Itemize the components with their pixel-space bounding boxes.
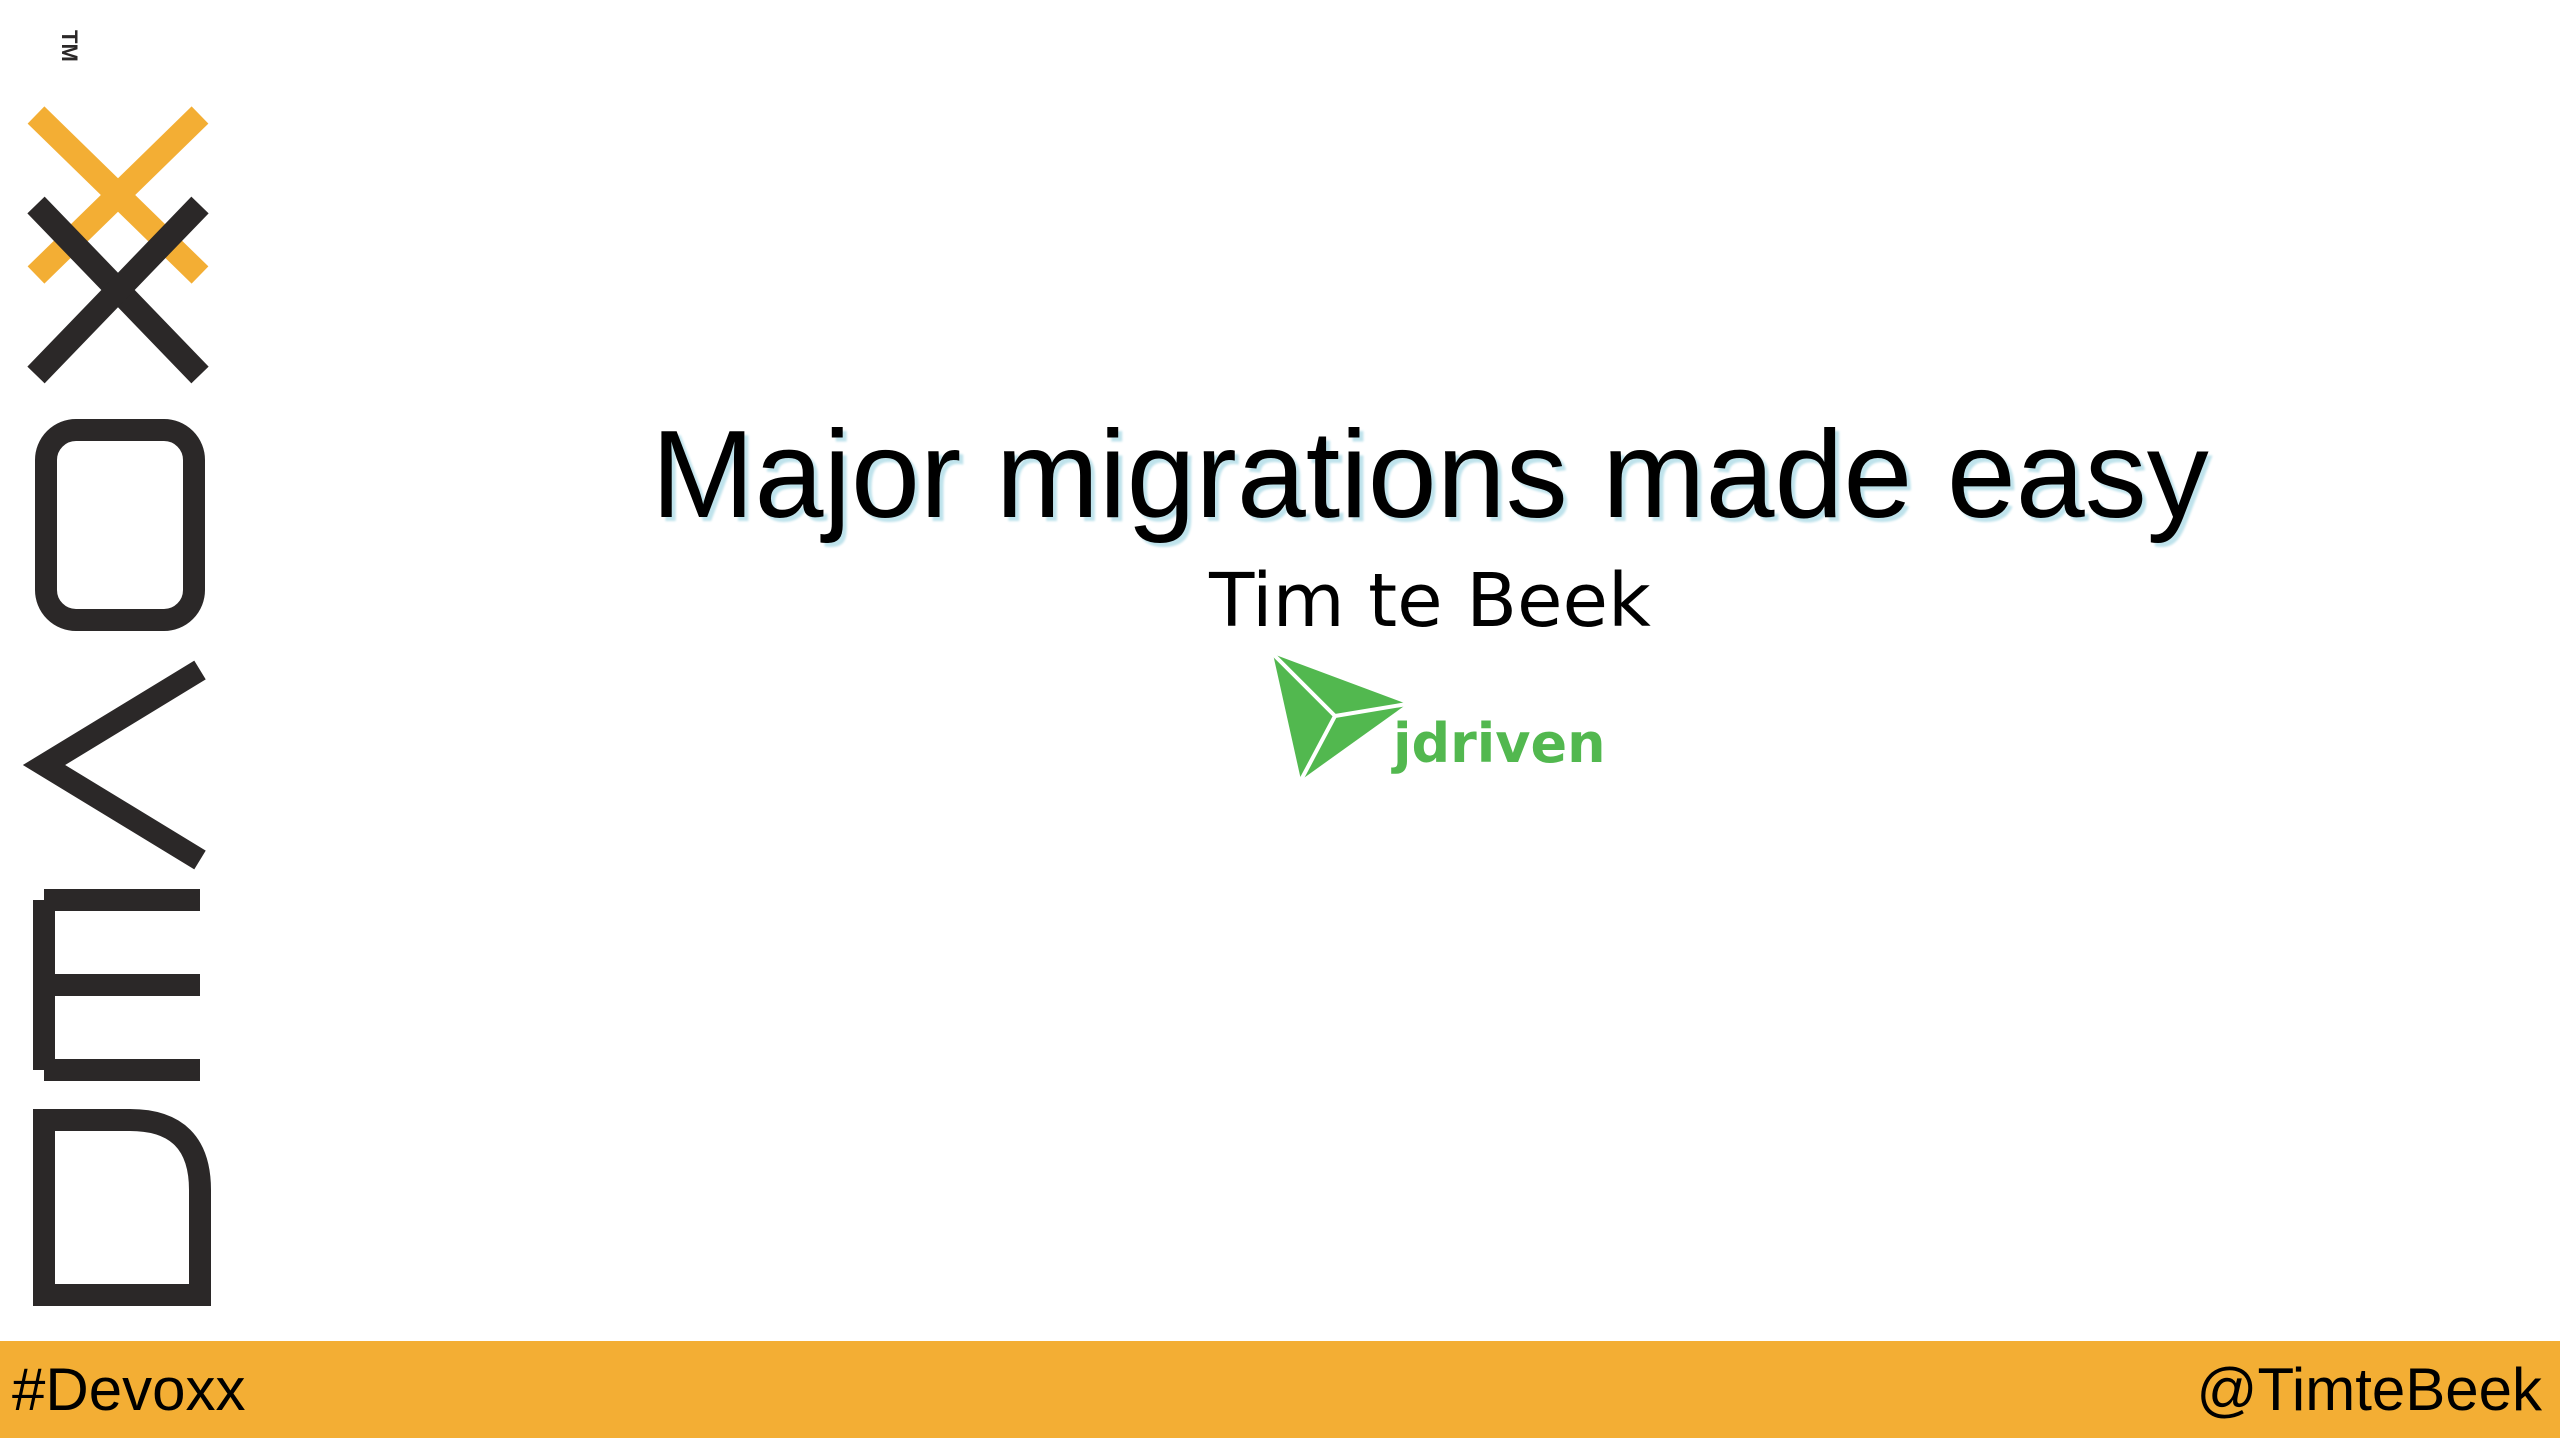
speaker-name: Tim te Beek (1209, 558, 1651, 644)
devoxx-trademark: TM (57, 30, 82, 62)
devoxx-logo-icon: TM (22, 30, 211, 1306)
footer-bar: #Devoxx @TimteBeek (0, 1341, 2560, 1438)
jdriven-wordmark: jdriven (1391, 712, 1605, 775)
jdriven-arrow-logo-icon: jdriven (1271, 652, 1605, 781)
slide-title: Major migrations made easy (651, 406, 2209, 544)
footer-twitter-handle[interactable]: @TimteBeek (2196, 1356, 2542, 1423)
footer-hashtag[interactable]: #Devoxx (12, 1356, 246, 1423)
